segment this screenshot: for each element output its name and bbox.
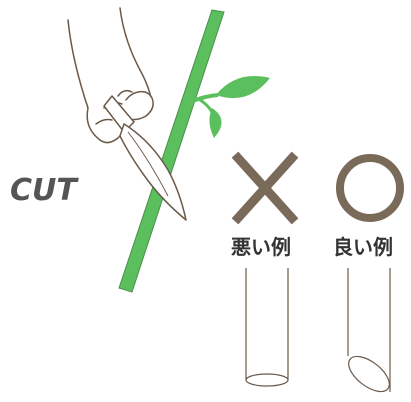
hand-icon [67,7,154,144]
cut-label: CUT [10,173,79,208]
straight-cut-stem-icon [245,268,289,387]
plant-stem [118,9,225,293]
good-example-symbol [336,154,404,222]
knife-icon [103,95,187,221]
bad-example-label: 悪い例 [231,235,291,259]
leaves-icon [189,76,270,138]
good-example-label: 良い例 [333,235,393,259]
bad-example-symbol [231,151,299,225]
angled-cut-stem-icon [347,268,391,393]
